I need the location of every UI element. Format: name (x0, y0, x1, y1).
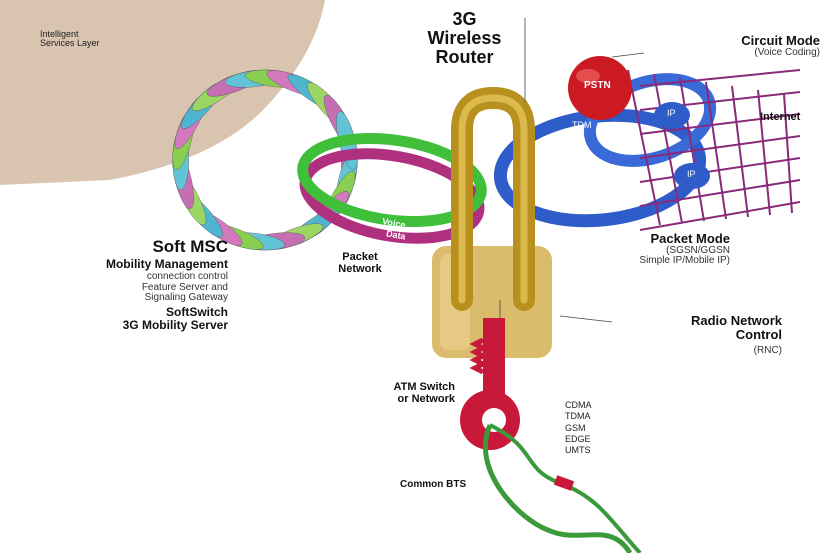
mobility-management-label: Mobility Management (30, 258, 228, 271)
soft-msc-block: Soft MSC Mobility Management connection … (30, 238, 228, 331)
tech-item: EDGE (565, 434, 592, 445)
atm-switch-label: ATM Switch or Network (360, 382, 455, 405)
tdm-label: TDM (572, 121, 592, 130)
tech-item: UMTS (565, 445, 592, 456)
mobility-server-label: 3G Mobility Server (30, 319, 228, 332)
tech-item: CDMA (565, 400, 592, 411)
internet-label: Internet (760, 112, 800, 124)
soft-msc-description: connection control Feature Server and Si… (30, 272, 228, 304)
grid-line (640, 136, 800, 158)
technology-list: CDMA TDMA GSM EDGE UMTS (565, 400, 592, 456)
softswitch-label: SoftSwitch (30, 306, 228, 319)
soft-msc-title: Soft MSC (30, 238, 228, 256)
tech-item: TDMA (565, 411, 592, 422)
packet-mode-label: Packet Mode (SGSN/GGSN Simple IP/Mobile … (580, 232, 730, 267)
grid-line (732, 86, 748, 217)
intelligent-services-label: Intelligent Services Layer (40, 30, 100, 49)
intelligent-services-region (0, 0, 325, 185)
common-bts-label: Common BTS (400, 480, 466, 491)
grid-line (628, 70, 660, 225)
rnc-label: Radio Network Control (RNC) (612, 314, 782, 358)
grid-line (758, 90, 770, 215)
circuit-mode-label: Circuit Mode (Voice Coding) (640, 34, 820, 58)
bts-marker (554, 475, 574, 491)
ip-label-a: IP (667, 109, 676, 118)
tech-item: GSM (565, 423, 592, 434)
packet-network-label: Packet Network (325, 252, 395, 275)
router-title: 3G Wireless Router (412, 10, 517, 67)
ip-label-b: IP (687, 170, 696, 179)
pstn-label: PSTN (584, 81, 611, 92)
